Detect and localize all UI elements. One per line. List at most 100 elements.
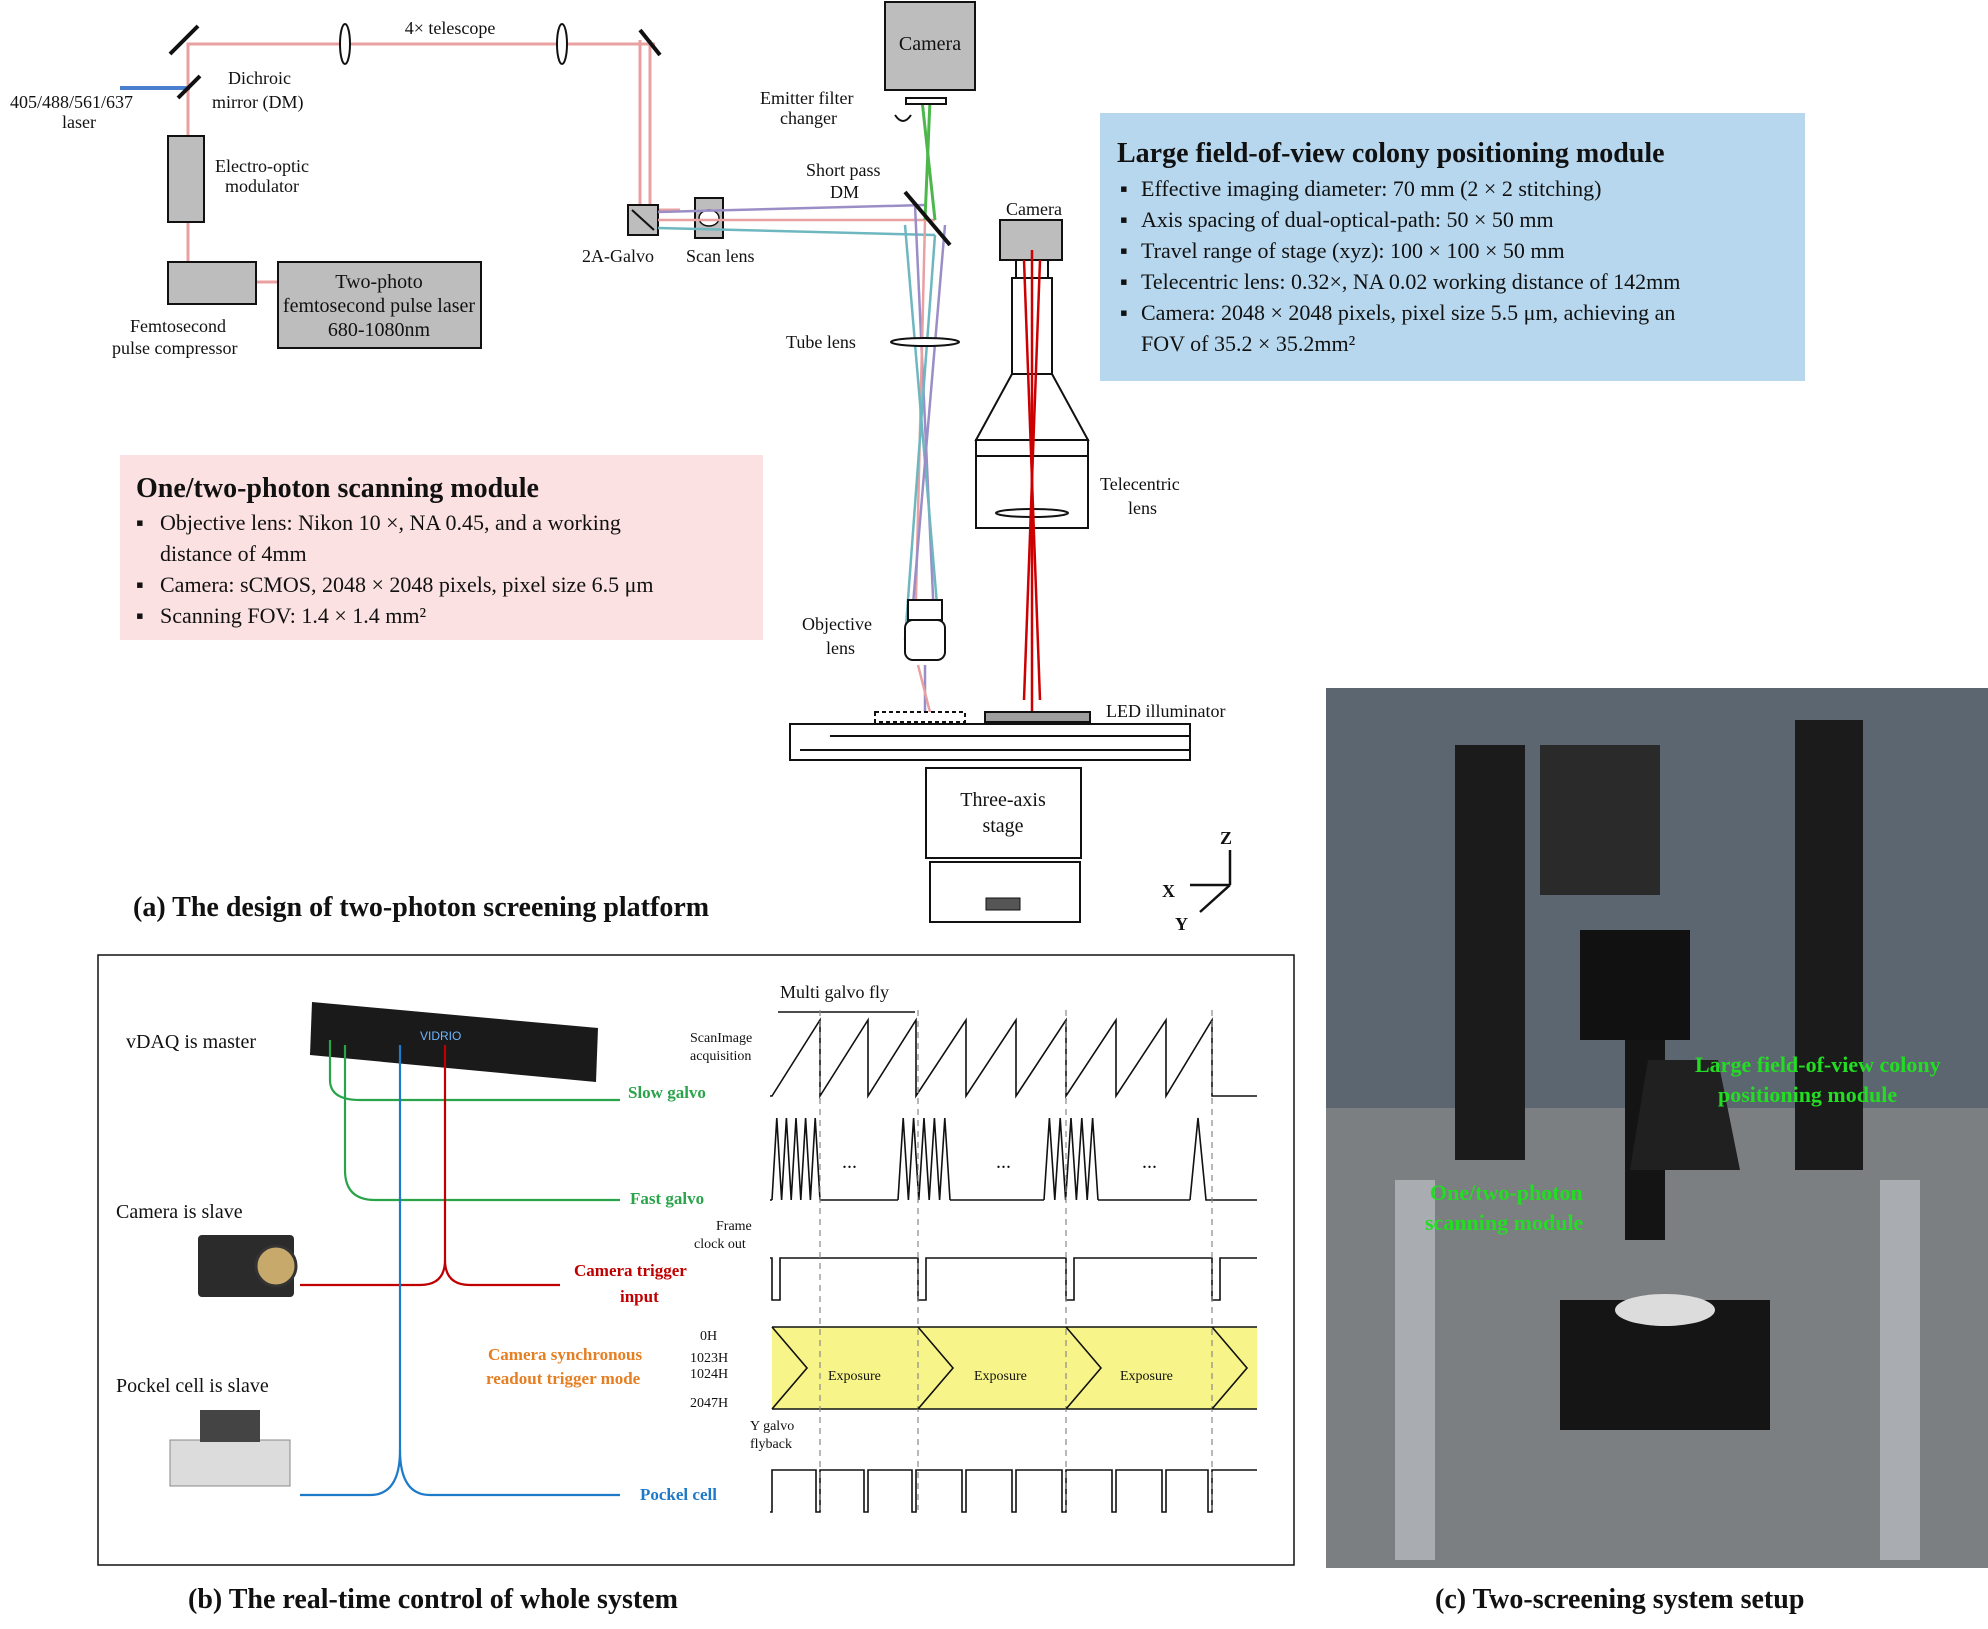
svg-text:▪: ▪ <box>1120 238 1128 263</box>
caption-a: (a) The design of two-photon screening p… <box>133 892 709 923</box>
telescope-lens-2 <box>556 23 568 65</box>
objective-label-2: lens <box>826 638 855 658</box>
photo-sample <box>1615 1294 1715 1326</box>
led-illuminator <box>984 711 1091 723</box>
camera-trigger-wave <box>770 1257 1257 1301</box>
compressor-label-2: pulse compressor <box>112 338 237 358</box>
slow-galvo-cable <box>328 1040 620 1102</box>
scanimage-label: ScanImage <box>690 1031 752 1046</box>
exposure-lines <box>772 1326 1257 1410</box>
fast-galvo-cable <box>343 1045 620 1202</box>
galvo-label: 2A-Galvo <box>582 246 654 266</box>
row-1023h: 1023H <box>690 1351 728 1366</box>
row-2047h: 2047H <box>690 1396 728 1411</box>
sync-mode-label-2: readout trigger mode <box>486 1369 641 1388</box>
svg-text:▪: ▪ <box>136 572 144 597</box>
scan-module-list: ▪ Objective lens: Nikon 10 ×, NA 0.45, an… <box>136 510 654 628</box>
pockel-label: Pockel cell <box>640 1485 717 1504</box>
telescope-label: 4× telescope <box>405 18 496 38</box>
large-fov-list: ▪ Effective imaging diameter: 70 mm (2 × … <box>1120 176 1680 356</box>
scan-item-2: distance of 4mm <box>160 541 307 566</box>
photo-label-large-2: positioning module <box>1718 1082 1897 1107</box>
right-camera-label: Camera <box>1006 199 1062 219</box>
fast-galvo-wave-2 <box>897 1117 951 1201</box>
stage-base <box>929 861 1081 923</box>
dichroic-label: Dichroic <box>228 68 291 88</box>
emitter-label: Emitter filter <box>760 88 853 108</box>
left-pillar <box>1455 745 1525 1160</box>
laser2-label-2: femtosecond pulse laser <box>283 295 475 317</box>
svg-text:▪: ▪ <box>1120 269 1128 294</box>
mirror-2 <box>638 28 662 57</box>
dots-2: ... <box>996 1151 1011 1173</box>
compressor-label: Femtosecond <box>130 316 226 336</box>
large-item-6: FOV of 35.2 × 35.2mm² <box>1141 331 1356 356</box>
photo-label-scan: One/two-photon <box>1430 1180 1583 1205</box>
emitter-filter <box>905 97 947 105</box>
vdaq-label: vDAQ is master <box>126 1031 256 1053</box>
pockel-crystal <box>200 1410 260 1442</box>
large-item-1: Effective imaging diameter: 70 mm (2 × 2… <box>1141 176 1601 201</box>
panel-c: Large field-of-view colony positioning m… <box>1326 688 1988 1615</box>
frame-clock-label-2: clock out <box>694 1237 746 1252</box>
sample-plate <box>874 711 966 723</box>
scan-module-info-box <box>120 455 763 640</box>
sp-label-2: DM <box>830 182 859 202</box>
pockel-cell-wave <box>770 1469 1257 1513</box>
stage-label-2: stage <box>982 815 1023 837</box>
axis-y: Y <box>1175 914 1188 934</box>
scan-item-1: Objective lens: Nikon 10 ×, NA 0.45, and… <box>160 510 621 535</box>
y-galvo-label-2: flyback <box>750 1437 792 1452</box>
frame-clock-label: Frame <box>716 1219 752 1234</box>
exposure-readout-4 <box>1211 1326 1249 1410</box>
photo-telecentric <box>1630 1060 1740 1170</box>
photo-scan-head <box>1580 930 1690 1040</box>
large-item-2: Axis spacing of dual-optical-path: 50 × … <box>1141 207 1554 232</box>
sync-mode-label: Camera synchronous <box>488 1345 642 1364</box>
dichroic-label-2: mirror (DM) <box>212 92 303 113</box>
camera-slave-label: Camera is slave <box>116 1201 243 1223</box>
eom-label: Electro-optic <box>215 156 309 176</box>
dots-1: ... <box>842 1151 857 1173</box>
stage-top <box>789 723 1191 761</box>
photo-post-left <box>1395 1180 1435 1560</box>
timing-waveforms <box>770 1010 1257 1513</box>
telescope-lens-1 <box>339 23 351 65</box>
scan-lens-label: Scan lens <box>686 246 754 266</box>
large-fov-title: Large field-of-view colony positioning m… <box>1117 138 1665 169</box>
pulse-compressor <box>167 261 257 305</box>
photo-label-scan-2: scanning module <box>1425 1210 1584 1235</box>
exposure-readout-3 <box>1065 1326 1103 1410</box>
fast-galvo-wave-1 <box>771 1117 821 1201</box>
multi-galvo-label: Multi galvo fly <box>780 982 889 1002</box>
slow-galvo-label: Slow galvo <box>628 1083 706 1102</box>
tube-lens <box>890 337 960 347</box>
right-pillar <box>1795 720 1863 1170</box>
objective-label: Objective <box>802 614 872 634</box>
telecentric-label-2: lens <box>1128 498 1157 518</box>
large-item-3: Travel range of stage (xyz): 100 × 100 ×… <box>1141 238 1565 263</box>
panel-b-frame <box>97 954 1295 1566</box>
camera-cable-b <box>443 1259 560 1287</box>
mirror-1 <box>168 24 200 56</box>
objective-body <box>904 619 946 661</box>
slow-galvo-wave <box>770 1017 1257 1099</box>
emitter-label-2: changer <box>780 108 837 128</box>
scan-item-3: Camera: sCMOS, 2048 × 2048 pixels, pixel… <box>160 572 654 597</box>
large-fov-info-box <box>1100 113 1805 381</box>
exposure-1: Exposure <box>828 1369 881 1384</box>
caption-c: (c) Two-screening system setup <box>1435 1584 1804 1615</box>
large-item-5: Camera: 2048 × 2048 pixels, pixel size 5… <box>1141 300 1675 325</box>
short-pass-dm <box>903 190 952 247</box>
vdaq-brand: VIDRIO <box>420 1029 461 1043</box>
fast-galvo-label: Fast galvo <box>630 1189 704 1208</box>
led-label: LED illuminator <box>1106 701 1225 721</box>
pockel-slave-label: Pockel cell is slave <box>116 1375 269 1397</box>
svg-text:▪: ▪ <box>1120 176 1128 201</box>
fast-galvo-wave-4 <box>1189 1117 1257 1201</box>
large-item-4: Telecentric lens: 0.32×, NA 0.02 working… <box>1141 269 1680 294</box>
axis-x: X <box>1162 881 1175 901</box>
panel-a: 4× telescope 405/488/561/637 laser Dichr… <box>10 1 1805 934</box>
stage-label: Three-axis <box>960 789 1046 811</box>
